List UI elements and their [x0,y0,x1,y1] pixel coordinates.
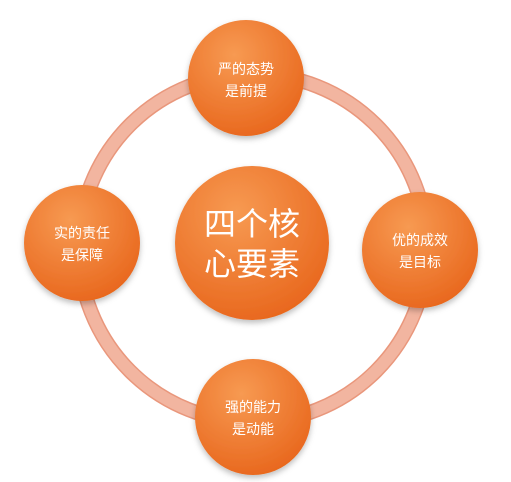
center-title-line1: 四个核 [204,205,300,243]
node-left-line1: 实的责任 [54,226,110,242]
node-right-line2: 是目标 [399,255,441,271]
center-title-line2: 心要素 [204,245,300,283]
node-bottom: 强的能力 是动能 [195,359,311,475]
node-right: 优的成效 是目标 [362,192,478,308]
center-node: 四个核 心要素 [175,166,329,320]
node-left: 实的责任 是保障 [24,185,140,301]
node-top-line2: 是前提 [225,83,267,100]
node-left-line2: 是保障 [61,248,103,264]
node-top: 严的态势 是前提 [188,20,304,136]
node-bottom-line2: 是动能 [232,422,274,438]
node-top-line1: 严的态势 [218,62,274,78]
node-right-line1: 优的成效 [392,233,448,249]
node-bottom-line1: 强的能力 [225,400,281,416]
